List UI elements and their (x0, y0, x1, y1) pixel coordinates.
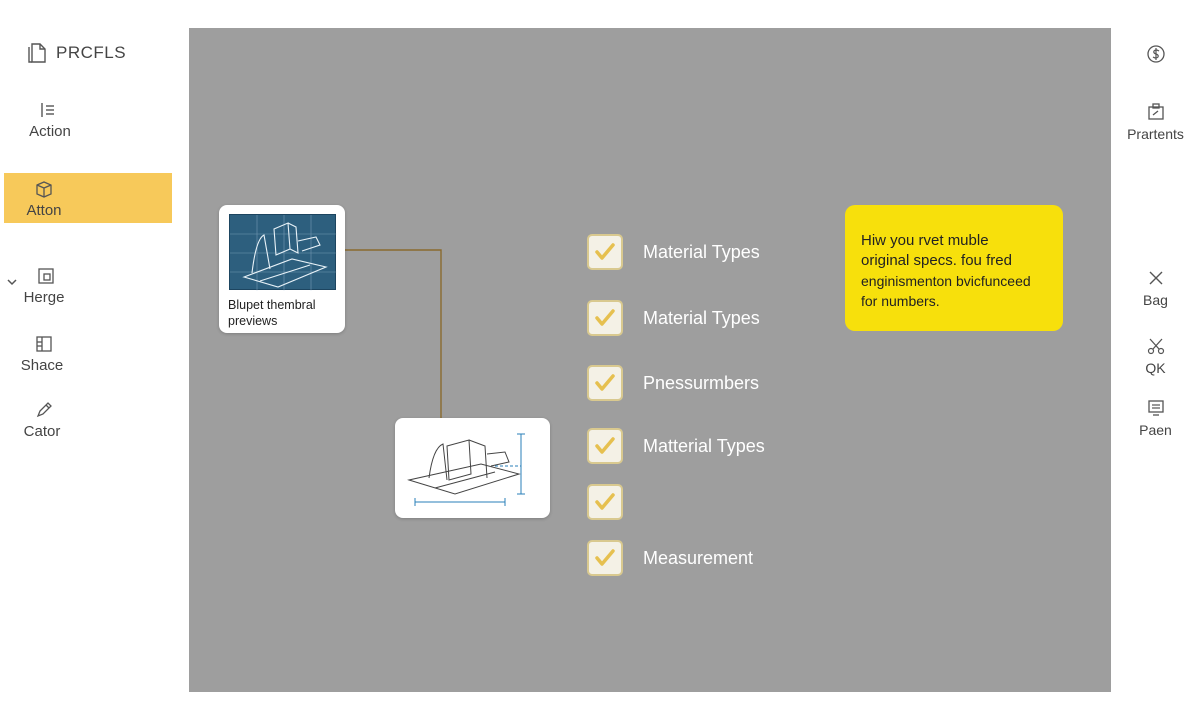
checklist-label: Measurement (643, 547, 754, 568)
list-icon (41, 103, 54, 117)
checklist-item[interactable]: Measurement (587, 540, 753, 576)
checkbox[interactable] (587, 365, 623, 401)
panels-icon (36, 336, 52, 352)
toolbar-bag[interactable]: Bag (1111, 268, 1200, 308)
document-icon (28, 43, 46, 63)
note-line: for numbers. (861, 293, 940, 309)
sidebar-item-label: Herge (23, 289, 65, 306)
sidebar-item-herge[interactable]: Herge (4, 266, 172, 314)
drawing-card[interactable] (395, 418, 550, 518)
left-sidebar: PRCFLS Action Atton Herge (0, 0, 180, 720)
checkmark-icon (595, 243, 615, 260)
technical-drawing (407, 433, 525, 506)
toolbar-prartents[interactable]: Prartents (1111, 102, 1200, 142)
thumbnail-card[interactable]: Blupet thembral previews (219, 205, 345, 333)
connector-line (345, 249, 442, 418)
canvas[interactable]: Blupet thembral previews Mat (189, 28, 1111, 692)
checklist-label: Material Types (643, 307, 760, 328)
toolbar-label: QK (1145, 360, 1166, 376)
note-line: enginismenton bvicfunceed (861, 273, 1031, 289)
toolbar-label: Prartents (1127, 126, 1184, 142)
brand-label: PRCFLS (56, 43, 127, 62)
box-icon (36, 181, 52, 198)
checkbox[interactable] (587, 234, 623, 270)
dollar-icon (1146, 45, 1165, 63)
checkbox[interactable] (587, 484, 623, 520)
sticky-note[interactable]: Hiw you rvet muble original specs. fou f… (845, 205, 1063, 331)
checkmark-icon (595, 493, 615, 510)
checklist-item[interactable]: Material Types (587, 234, 760, 270)
scissors-icon (1147, 338, 1164, 355)
sidebar-item-label: Action (29, 123, 71, 140)
checkbox[interactable] (587, 540, 623, 576)
toolbar-label: Bag (1143, 292, 1168, 308)
checklist-item[interactable]: Pnessurmbers (587, 365, 759, 401)
sidebar-item-label: Shace (20, 357, 64, 374)
sidebar-item-label: Cator (23, 423, 61, 440)
right-sidebar: Prartents Bag QK Paen (1111, 0, 1200, 720)
checklist-label: Material Types (643, 241, 760, 262)
checklist-label: Matterial Types (643, 435, 765, 456)
checkbox[interactable] (587, 300, 623, 336)
monitor-icon (1147, 400, 1164, 416)
checkmark-icon (595, 374, 615, 391)
close-icon (1149, 271, 1162, 285)
sidebar-item-cator[interactable]: Cator (4, 400, 172, 448)
thumbnail-caption: Blupet thembral previews (228, 298, 316, 328)
sidebar-item-label: Atton (26, 202, 62, 219)
checkbox[interactable] (587, 428, 623, 464)
brand[interactable]: PRCFLS (28, 42, 126, 64)
toolbar-qk[interactable]: QK (1111, 336, 1200, 376)
blueprint-thumbnail (229, 214, 337, 291)
chevron-down-icon[interactable] (6, 276, 18, 288)
checklist-item[interactable]: Material Types (587, 300, 760, 336)
blueprint-drawing (230, 215, 337, 291)
toolbar-paen[interactable]: Paen (1111, 398, 1200, 438)
toolbar-label: Paen (1139, 422, 1172, 438)
checkmark-icon (595, 309, 615, 326)
pen-icon (36, 402, 52, 418)
checklist-item[interactable] (587, 484, 643, 520)
checklist-item[interactable]: Matterial Types (587, 428, 765, 464)
note-line: original specs. fou fred (861, 252, 1012, 269)
frame-icon (38, 268, 54, 284)
checkmark-icon (595, 549, 615, 566)
checklist-label: Pnessurmbers (643, 372, 760, 393)
note-line: Hiw you rvet muble (861, 232, 989, 249)
checkmark-icon (595, 437, 615, 454)
sidebar-item-shace[interactable]: Shace (4, 334, 172, 382)
sidebar-item-atton[interactable]: Atton (4, 173, 172, 223)
sidebar-item-action[interactable]: Action (4, 100, 172, 148)
clipboard-icon (1147, 103, 1164, 120)
toolbar-dollar[interactable] (1111, 44, 1200, 68)
